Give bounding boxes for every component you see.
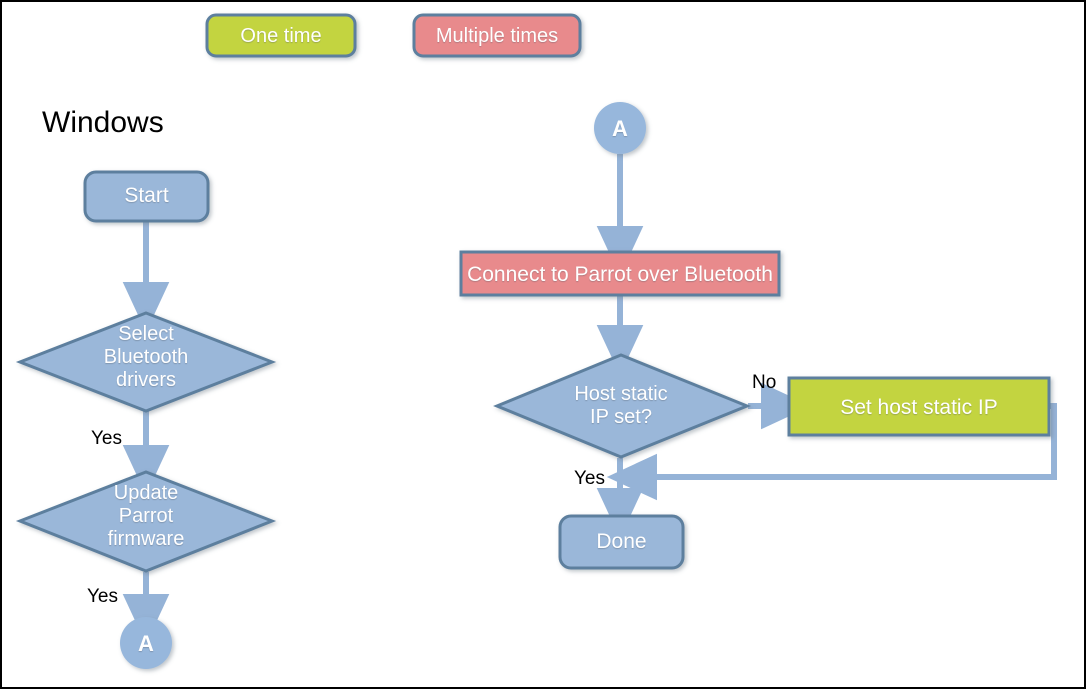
edge-label-select-to-update: Yes bbox=[91, 428, 122, 449]
edge-label-host-static-ip-no: No bbox=[752, 372, 777, 393]
node-connector-a-top[interactable] bbox=[594, 102, 646, 154]
edge-label-host-static-ip-yes: Yes bbox=[574, 468, 605, 489]
section-title-windows: Windows bbox=[42, 106, 164, 139]
edge-set-ip-loopback bbox=[606, 403, 1057, 501]
node-select-bluetooth-drivers[interactable] bbox=[15, 311, 277, 413]
legend-chip-one-time[interactable] bbox=[205, 13, 357, 58]
node-set-host-static-ip[interactable] bbox=[787, 376, 1051, 437]
node-host-static-ip[interactable] bbox=[493, 353, 751, 459]
node-start[interactable] bbox=[83, 170, 210, 223]
node-update-parrot-firmware[interactable] bbox=[15, 470, 277, 573]
node-connect-to-parrot-over-bluetooth[interactable] bbox=[459, 250, 781, 297]
node-done[interactable] bbox=[558, 514, 685, 570]
node-connector-a-bottom[interactable] bbox=[120, 617, 172, 669]
legend-chip-multiple-times[interactable] bbox=[412, 13, 582, 58]
edge-label-update-to-connector-a: Yes bbox=[87, 586, 118, 607]
